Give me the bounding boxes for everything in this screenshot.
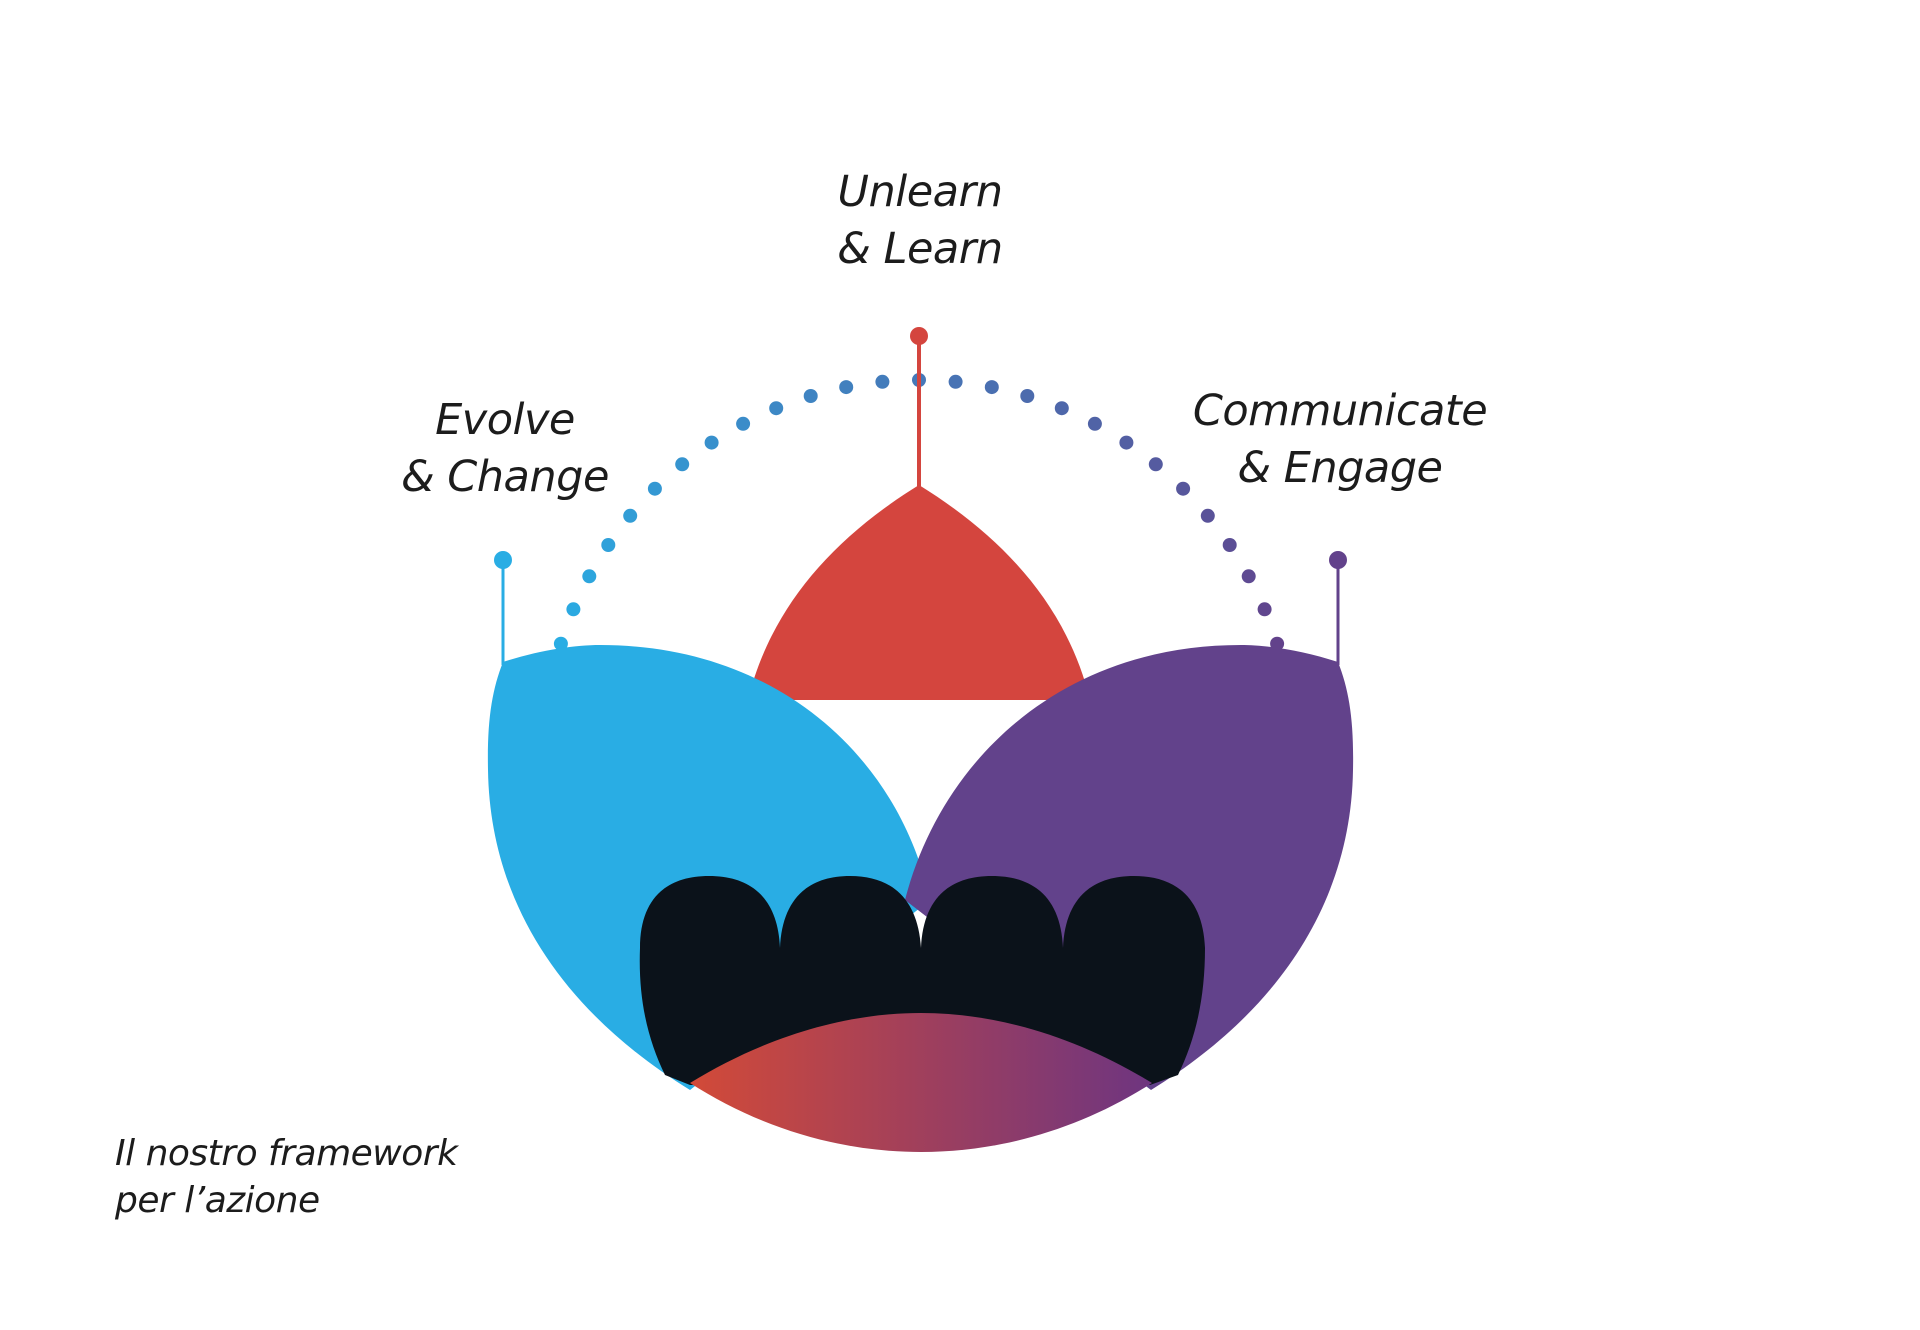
arc-dot bbox=[675, 457, 690, 472]
arc-dot bbox=[1241, 569, 1256, 584]
arc-dot bbox=[984, 380, 999, 395]
caption: Il nostro framework per l’azione bbox=[115, 1130, 458, 1224]
arc-dot bbox=[1200, 508, 1215, 523]
arc-dot bbox=[769, 401, 784, 416]
arc-dot bbox=[566, 602, 581, 617]
left-stalk-dot bbox=[494, 551, 512, 569]
arc-dot bbox=[803, 389, 818, 403]
label-communicate-engage: Communicate & Engage bbox=[1170, 383, 1510, 497]
label-unlearn-learn: Unlearn & Learn bbox=[790, 164, 1050, 278]
dotted-arc bbox=[553, 373, 1285, 651]
arc-dot bbox=[1020, 389, 1035, 403]
label-unlearn-line1: Unlearn bbox=[837, 167, 1003, 217]
arc-dot bbox=[704, 435, 719, 450]
arc-dot bbox=[647, 481, 662, 496]
arc-dot bbox=[1087, 416, 1102, 431]
top-stalk bbox=[910, 327, 928, 490]
arc-dot bbox=[1270, 636, 1285, 651]
arc-dot bbox=[1119, 435, 1134, 450]
arc-dot bbox=[623, 508, 638, 523]
arc-dot bbox=[736, 416, 751, 431]
petal-red bbox=[748, 485, 1090, 700]
arc-dot bbox=[582, 569, 597, 584]
label-communicate-line1: Communicate bbox=[1192, 386, 1488, 436]
arc-dot bbox=[1222, 538, 1237, 552]
caption-line2: per l’azione bbox=[115, 1180, 320, 1221]
label-unlearn-line2: & Learn bbox=[837, 224, 1003, 274]
label-communicate-line2: & Engage bbox=[1237, 443, 1443, 493]
arc-dot bbox=[1257, 602, 1272, 617]
right-stalk-dot bbox=[1329, 551, 1347, 569]
left-stalk bbox=[494, 551, 512, 665]
label-evolve-line2: & Change bbox=[401, 452, 609, 502]
label-evolve-change: Evolve & Change bbox=[385, 392, 625, 506]
arc-dot bbox=[1176, 481, 1191, 496]
arc-dot bbox=[1148, 457, 1163, 472]
label-evolve-line1: Evolve bbox=[435, 395, 575, 445]
arc-dot bbox=[601, 538, 616, 552]
arc-dot bbox=[948, 374, 963, 389]
base-arches bbox=[639, 876, 1205, 1085]
right-stalk bbox=[1329, 551, 1347, 665]
arc-dot bbox=[553, 636, 568, 651]
top-stalk-dot bbox=[910, 327, 928, 345]
caption-line1: Il nostro framework bbox=[115, 1133, 458, 1174]
arc-dot bbox=[839, 380, 854, 395]
arc-dot bbox=[1054, 401, 1069, 416]
arc-dot bbox=[875, 374, 890, 389]
base-lens bbox=[690, 1013, 1152, 1152]
